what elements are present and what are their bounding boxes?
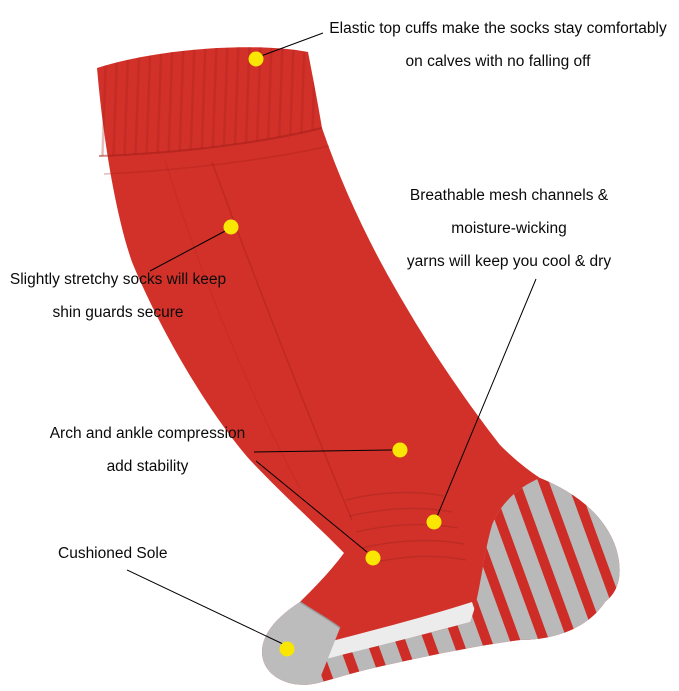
annotation-text-line: Elastic top cuffs make the socks stay co… <box>329 20 667 37</box>
annotation-breathable-mesh: Breathable mesh channels & moisture-wick… <box>358 179 660 278</box>
midsole-band <box>312 602 478 664</box>
callout-line-breathable-mesh <box>435 278 537 520</box>
annotation-text-line: Cushioned Sole <box>58 545 168 562</box>
callout-line-cushioned-sole <box>126 569 284 645</box>
callout-dot-cuff <box>248 51 264 67</box>
annotation-arch-ankle: Arch and ankle compression add stability <box>40 417 255 483</box>
toe-seam <box>299 601 341 629</box>
callout-line-stretchy-shin <box>149 229 228 272</box>
sole-grip-stripes <box>318 478 620 683</box>
sock-body <box>97 47 620 685</box>
callout-line-arch-lower <box>255 460 368 553</box>
callout-dot-ankle <box>426 514 442 530</box>
callout-dot-toe <box>279 641 295 657</box>
callout-dot-arch <box>365 550 381 566</box>
cuff-seam-lower <box>103 145 330 175</box>
annotation-text-line: on calves with no falling off <box>405 53 591 70</box>
annotation-text-line: moisture-wicking <box>451 220 567 237</box>
callout-dot-shin <box>223 219 239 235</box>
annotation-text-line: yarns will keep you cool & dry <box>406 253 612 270</box>
annotation-cushioned-sole: Cushioned Sole <box>58 541 208 567</box>
annotation-text-line: shin guards secure <box>52 304 184 321</box>
callout-line-elastic-cuff <box>260 32 324 57</box>
callout-dots <box>223 51 442 657</box>
toe-cap <box>262 602 340 685</box>
callout-line-arch-upper <box>253 449 393 453</box>
cuff-ribbing <box>97 47 322 156</box>
callout-lines <box>126 32 537 645</box>
annotation-text-line: add stability <box>106 458 189 475</box>
annotation-stretchy-shin: Slightly stretchy socks will keep shin g… <box>0 263 236 329</box>
annotation-text-line: Breathable mesh channels & <box>409 187 609 204</box>
annotation-text-line: Slightly stretchy socks will keep <box>9 271 227 288</box>
annotation-text-line: Arch and ankle compression <box>49 425 246 442</box>
cuff-seam <box>98 127 323 157</box>
annotation-elastic-cuffs: Elastic top cuffs make the socks stay co… <box>313 12 679 78</box>
mesh-channel-line <box>211 161 353 521</box>
callout-dot-lower-shin <box>392 442 408 458</box>
